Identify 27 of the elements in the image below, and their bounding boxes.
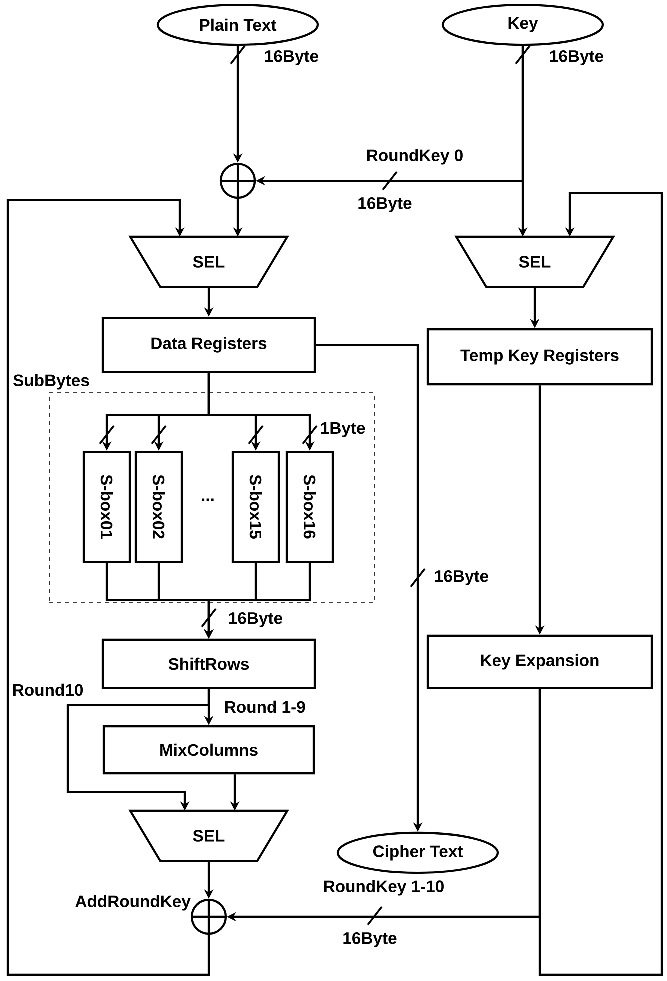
edge-label: Round 1-9 xyxy=(223,700,308,714)
sbox-box: S-box16 xyxy=(286,450,334,564)
edge-label: 16Byte xyxy=(548,49,606,67)
edge-label: 1Byte xyxy=(319,421,368,439)
process-box: Temp Key Registers xyxy=(426,328,654,386)
node-caption: AddRoundKey xyxy=(76,895,191,911)
arrow xyxy=(6,198,210,976)
edge-label: RoundKey 0 xyxy=(365,148,465,166)
text-label: ... xyxy=(200,497,216,503)
sbox-box: S-box02 xyxy=(134,450,184,564)
edge-label: 16Byte xyxy=(433,569,490,587)
sbox-box: S-box01 xyxy=(82,450,132,564)
xor-symbol xyxy=(190,898,228,936)
arrow xyxy=(538,192,664,976)
xor-symbol xyxy=(220,162,256,200)
edge-label: 16Byte xyxy=(263,49,320,67)
process-box: Key Expansion xyxy=(426,634,654,690)
group-heading: SubBytes xyxy=(14,374,90,390)
sbox-box: S-box15 xyxy=(232,450,280,564)
text-label: 16Byte xyxy=(341,931,399,949)
process-box: Data Registers xyxy=(102,316,316,374)
edge-label: Round10 xyxy=(11,682,86,698)
text-label: 16Byte xyxy=(356,196,414,214)
process-box: ShiftRows xyxy=(102,638,316,690)
edge-label: 16Byte xyxy=(227,611,284,629)
process-box: MixColumns xyxy=(102,725,316,775)
edge-label: RoundKey 1-10 xyxy=(322,878,446,898)
